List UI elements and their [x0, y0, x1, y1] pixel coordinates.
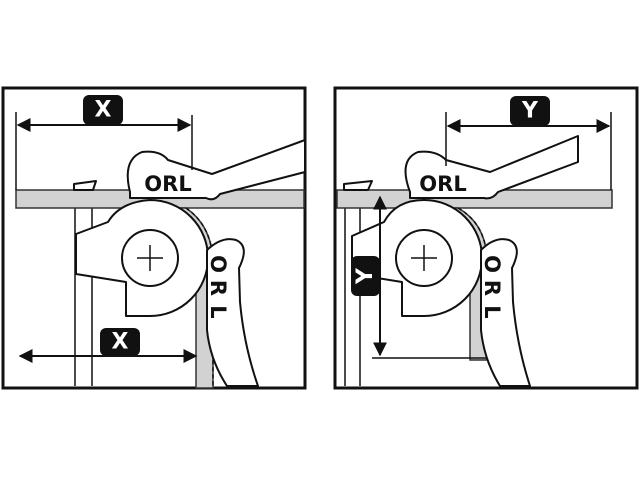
- right-vertical-marking-o: O: [480, 255, 504, 273]
- right-top-dim-label: Y: [521, 99, 539, 124]
- left-top-dim-label: X: [95, 98, 112, 123]
- left-horizontal-handle: [126, 139, 306, 201]
- right-vertical-marking-r: R: [480, 280, 504, 296]
- left-bar-tab: [73, 180, 97, 191]
- left-vertical-marking-l: L: [206, 305, 230, 318]
- right-horizontal-handle: [404, 135, 579, 200]
- left-vertical-marking-o: O: [206, 255, 230, 273]
- left-top-dim-badge: X: [83, 95, 123, 125]
- left-bottom-dim-label: X: [112, 330, 129, 355]
- left-horizontal-marking: ORL: [144, 172, 191, 196]
- left-vertical-handle: [206, 238, 259, 387]
- right-vertical-marking-l: L: [480, 305, 504, 318]
- right-horizontal-marking: ORL: [419, 172, 466, 196]
- right-top-dim-badge: Y: [510, 96, 550, 126]
- right-panel: O R L ORL Y Y: [333, 86, 639, 390]
- right-vertical-handle: [480, 238, 531, 387]
- right-vertical-dim-badge: Y: [351, 256, 380, 296]
- left-panel: O R L ORL X X: [1, 86, 307, 390]
- right-vertical-dim-label: Y: [353, 267, 378, 285]
- left-bottom-dim-badge: X: [100, 328, 140, 356]
- left-vertical-marking-r: R: [206, 280, 230, 296]
- right-bar-tab: [343, 180, 373, 191]
